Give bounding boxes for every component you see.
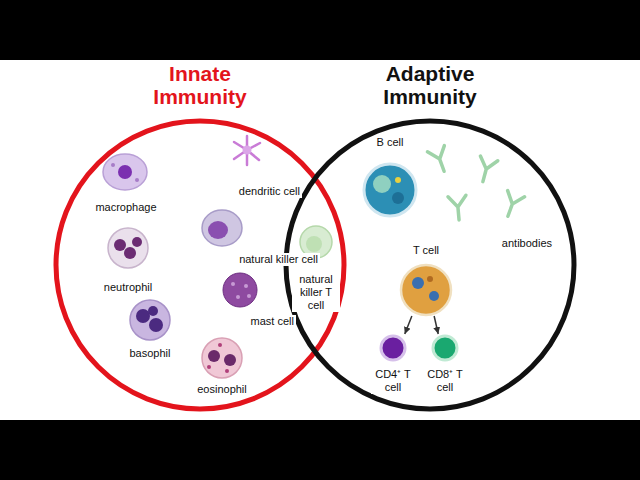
letterbox-bar	[0, 420, 640, 480]
cell-texture	[429, 291, 439, 301]
cell-granule	[135, 178, 139, 182]
cell-granule	[225, 369, 229, 373]
cd8-cell-node: CD8⁺ T cell	[420, 334, 470, 394]
cell-label: dendritic cell	[237, 185, 302, 198]
letterbox-bar	[0, 0, 640, 60]
region-title: Innate Immunity	[140, 62, 260, 108]
cell-granule	[231, 282, 235, 286]
nucleus-lobe	[224, 354, 236, 366]
nucleus-lobe	[124, 247, 136, 259]
cell-label: antibodies	[500, 237, 554, 250]
cell-granule	[111, 163, 115, 167]
cell-texture	[412, 277, 424, 289]
cell-body	[243, 146, 252, 155]
neutrophil-icon	[108, 228, 148, 268]
macrophage-icon	[103, 154, 147, 190]
cell-texture	[427, 276, 433, 282]
arrow-connector	[434, 316, 438, 334]
cell-label: natural killer T cell	[292, 273, 340, 312]
cell-granule	[218, 343, 222, 347]
cell-nucleus	[306, 236, 322, 252]
cell-label: basophil	[128, 347, 173, 360]
nucleus-lobe	[132, 237, 142, 247]
antibody-icon	[499, 191, 524, 220]
cd8-cell-icon	[433, 336, 457, 360]
cell-texture	[392, 192, 404, 204]
cell-label: T cell	[411, 244, 441, 257]
innate-region: Innate Immunity macrophage dendritic cell n…	[53, 62, 347, 412]
cell-granule	[148, 306, 158, 316]
cd4-cell-icon	[381, 336, 405, 360]
cell-granule	[247, 294, 251, 298]
nucleus-lobe	[208, 350, 220, 362]
t-cell-node: T cell	[396, 244, 456, 316]
eosinophil-icon	[202, 338, 242, 378]
arrow-connector	[405, 316, 412, 334]
cell-granule	[207, 365, 211, 369]
cell-label: CD4⁺ T cell	[371, 368, 415, 394]
region-title: Adaptive Immunity	[370, 62, 490, 108]
macrophage-node: macrophage	[88, 148, 164, 214]
antibodies-node: antibodies	[424, 136, 554, 250]
cd4-cell-node: CD4⁺ T cell	[368, 334, 418, 394]
cell-label: macrophage	[93, 201, 158, 214]
basophil-node: basophil	[118, 298, 182, 360]
dendritic-cell-node: dendritic cell	[220, 130, 302, 198]
t-cell-icon	[401, 265, 451, 315]
mast-cell-icon	[223, 273, 257, 307]
cell-label: CD8⁺ T cell	[423, 368, 467, 394]
cell-texture	[395, 177, 401, 183]
nucleus-lobe	[114, 239, 126, 251]
b-cell-node: B cell	[358, 136, 422, 218]
region-circle	[286, 121, 574, 409]
cell-granule	[244, 284, 248, 288]
mast-cell-node: mast cell	[218, 272, 296, 328]
cell-label: mast cell	[249, 315, 296, 328]
antibody-icon	[427, 146, 452, 175]
nkt-cell-node: natural killer T cell	[288, 222, 344, 312]
nk-cell-node: natural killer cell	[198, 208, 320, 266]
adaptive-region: Adaptive Immunity B cell antibodies T cellC…	[283, 62, 577, 412]
cell-granule	[136, 309, 150, 323]
nk-cell-icon	[202, 210, 242, 246]
cell-nucleus	[208, 221, 228, 239]
eosinophil-node: eosinophil	[185, 336, 259, 396]
region-circle	[56, 121, 344, 409]
antibody-icon	[448, 195, 468, 220]
cell-label: eosinophil	[195, 383, 249, 396]
neutrophil-node: neutrophil	[95, 226, 161, 294]
antibody-icons	[427, 146, 524, 221]
dendritic-cell-icon	[234, 136, 260, 165]
antibody-icon	[474, 156, 498, 184]
cell-granule	[149, 318, 163, 332]
cell-nucleus	[118, 165, 132, 179]
cell-label: neutrophil	[102, 281, 154, 294]
cell-granule	[236, 295, 240, 299]
cell-texture	[373, 175, 391, 193]
cell-label: B cell	[375, 136, 406, 149]
cell-label: natural killer cell	[237, 253, 320, 266]
b-cell-icon	[364, 164, 416, 216]
basophil-icon	[130, 300, 170, 340]
